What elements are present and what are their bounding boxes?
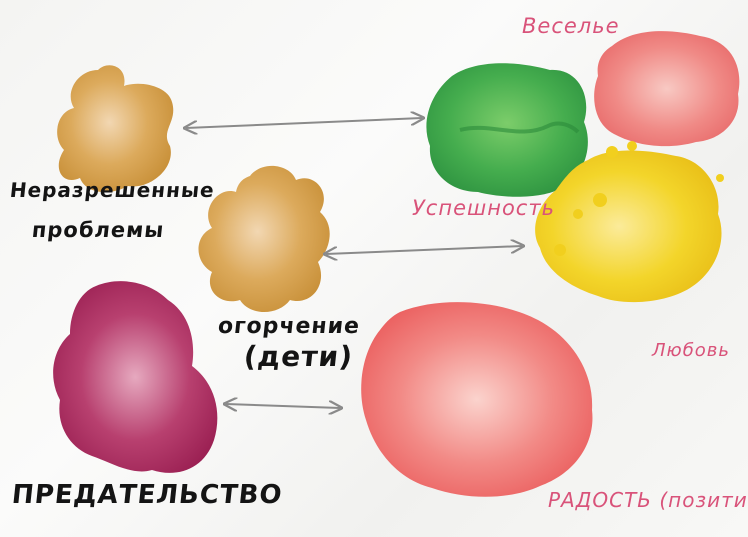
- ochre-flower-blot-top: [57, 65, 173, 192]
- ochre-flower-blot-center: [199, 166, 330, 312]
- label-unresolved-line2: проблемы: [31, 218, 166, 242]
- arrow-unresolved-success: [186, 118, 422, 128]
- label-sadness-line1: огорчение: [217, 314, 362, 339]
- salmon-blot: [594, 31, 739, 146]
- label-joy: РАДОСТЬ (позитив: [548, 488, 748, 512]
- red-blot: [361, 302, 592, 497]
- label-success: Успешность: [412, 196, 555, 220]
- arrow-betrayal-joy: [226, 404, 340, 408]
- magenta-blot: [53, 281, 217, 473]
- arrow-sadness-love: [326, 246, 522, 254]
- label-love: Любовь: [652, 340, 730, 361]
- label-unresolved-line1: Неразрешенные: [9, 178, 216, 202]
- label-betrayal: ПРЕДАТЕЛЬСТВО: [10, 480, 284, 510]
- label-sadness-line2: (дети): [242, 340, 355, 373]
- label-veselie: Веселье: [522, 14, 620, 38]
